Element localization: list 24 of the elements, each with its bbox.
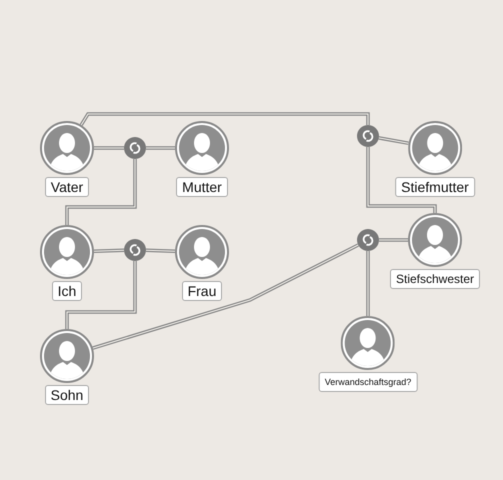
connector-line bbox=[366, 250, 370, 316]
connector-line bbox=[378, 238, 408, 242]
connector-line bbox=[146, 146, 176, 150]
name-label: Mutter bbox=[176, 177, 228, 197]
name-label: Sohn bbox=[44, 385, 90, 405]
name-label: Frau bbox=[182, 281, 222, 301]
name-label: Stiefmutter bbox=[395, 177, 475, 197]
link-icon bbox=[357, 229, 379, 251]
connector-line bbox=[146, 248, 176, 253]
name-label: Stiefschwester bbox=[390, 269, 480, 289]
connector-line bbox=[65, 158, 137, 226]
link-icon bbox=[357, 125, 379, 147]
connector-line bbox=[366, 146, 437, 214]
connector-line bbox=[80, 112, 370, 126]
connector-line bbox=[92, 243, 359, 350]
connector-line bbox=[94, 248, 124, 253]
connector-line bbox=[94, 146, 124, 150]
name-label: Ich bbox=[52, 281, 82, 301]
connector-line bbox=[65, 260, 137, 330]
link-icon bbox=[124, 137, 146, 159]
connector-line bbox=[378, 136, 409, 145]
name-label: Verwandschaftsgrad? bbox=[318, 372, 418, 392]
link-icon bbox=[124, 239, 146, 261]
name-label: Vater bbox=[44, 177, 90, 197]
